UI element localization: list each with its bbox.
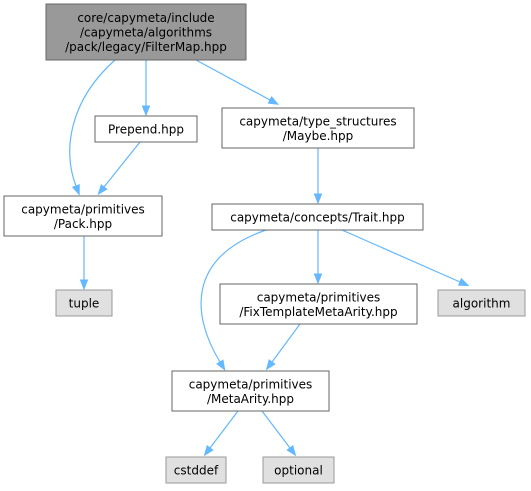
node-pack[interactable]: capymeta/primitives/Pack.hpp [3,195,163,237]
node-tuple: tuple [55,289,113,317]
edge-metaarity-to-cstddef [203,410,239,457]
node-box [171,370,330,412]
edge-filtermap-to-maybe [195,59,280,105]
node-label-line: /capymeta/algorithms [80,26,212,40]
node-label-line: capymeta/primitives [189,377,313,391]
arrow-head-icon [97,183,108,196]
node-box [437,289,526,317]
node-label-line: tuple [69,297,100,311]
edge-filtermap-to-pack [69,59,116,196]
edge-line [195,59,271,101]
arrow-head-icon [71,184,80,196]
node-box [55,289,113,317]
edge-metaarity-to-optional [261,410,297,457]
edges-layer [69,59,470,457]
edge-line [209,410,239,449]
node-box [94,115,198,143]
arrow-head-icon [216,359,226,371]
node-label-line: capymeta/primitives [257,290,381,304]
node-label-line: core/capymeta/include [77,11,214,25]
arrow-head-icon [203,445,214,457]
node-metaarity[interactable]: capymeta/primitives/MetaArity.hpp [171,370,330,412]
node-label-line: optional [274,464,323,478]
edge-maybe-to-trait [313,148,323,205]
node-prepend[interactable]: Prepend.hpp [94,115,198,143]
node-maybe[interactable]: capymeta/type_structures/Maybe.hpp [221,107,415,149]
node-filtermap[interactable]: core/capymeta/include/capymeta/algorithm… [45,3,247,61]
edge-line [261,410,291,449]
node-label-line: algorithm [453,297,511,311]
node-label-line: capymeta/concepts/Trait.hpp [230,211,405,225]
node-box [211,203,424,231]
arrow-head-icon [265,359,276,371]
node-label-line: capymeta/type_structures [239,114,396,128]
edge-line [69,59,116,187]
edge-prepend-to-pack [97,141,141,196]
node-box [45,3,247,61]
node-box [219,283,418,325]
node-trait[interactable]: capymeta/concepts/Trait.hpp [211,203,424,231]
arrow-head-icon [79,279,89,291]
node-box [3,195,163,237]
node-label-line: /Maybe.hpp [283,129,354,143]
node-cstddef: cstddef [165,456,227,484]
node-label-line: /FixTemplateMetaArity.hpp [239,305,397,319]
edge-line [200,229,267,363]
node-optional: optional [262,456,335,484]
node-box [165,456,227,484]
arrow-head-icon [313,193,323,205]
node-algorithm: algorithm [437,289,526,317]
arrow-head-icon [141,105,151,117]
arrow-head-icon [457,277,470,287]
edge-line [103,141,141,188]
edge-trait-to-algorithm [341,229,470,287]
node-label-line: cstddef [174,464,219,478]
arrow-head-icon [313,273,323,285]
edge-fixtemplate-to-metaarity [265,323,301,371]
arrow-head-icon [286,445,297,457]
edge-line [271,323,301,363]
arrow-head-icon [267,96,280,105]
edge-line [341,229,461,283]
node-box [262,456,335,484]
node-fixtemplate[interactable]: capymeta/primitives/FixTemplateMetaArity… [219,283,418,325]
node-label-line: /Pack.hpp [54,217,112,231]
node-box [221,107,415,149]
edge-trait-to-fixtemplate [313,230,323,285]
edge-trait-to-metaarity [200,229,267,371]
node-label-line: capymeta/primitives [21,202,145,216]
node-label-line: /pack/legacy/FilterMap.hpp [65,40,227,54]
edge-filtermap-to-prepend [141,60,151,117]
node-label-line: Prepend.hpp [108,123,184,137]
edge-pack-to-tuple [79,236,89,291]
node-label-line: /MetaArity.hpp [207,392,294,406]
nodes-layer: core/capymeta/include/capymeta/algorithm… [3,3,526,484]
